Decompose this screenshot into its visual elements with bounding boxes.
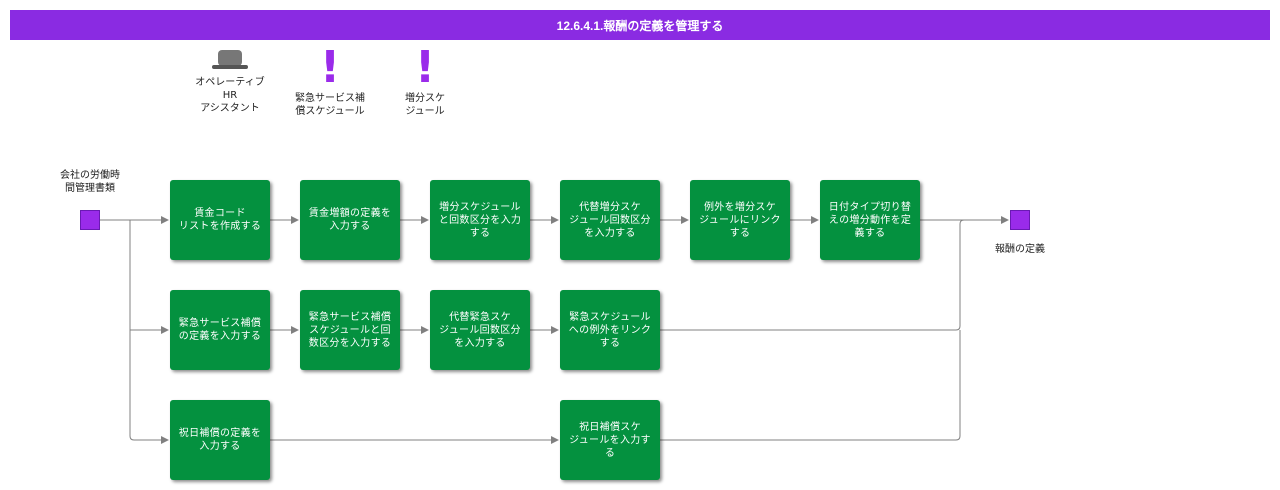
step-link-exception-emergency: 緊急スケジュール への例外をリンク する [560,290,660,370]
exclamation-icon: ! [414,42,436,93]
legend-label: 緊急サービス補 償スケジュール [295,93,365,117]
step-step-schedule-frequency: 増分スケジュール と回数区分を入力 する [430,180,530,260]
step-date-type-switch-behavior: 日付タイプ切り替 えの増分動作を定 義する [820,180,920,260]
step-alt-step-schedule-frequency: 代替増分スケ ジュール回数区分 を入力する [560,180,660,260]
legend-step-schedule: ! 増分スケ ジュール [390,42,460,118]
legend-operative-hr: オペレーティブ HR アシスタント [186,48,274,115]
legend-emergency-schedule: ! 緊急サービス補 償スケジュール [284,42,376,118]
step-link-exception-step-schedule: 例外を増分スケ ジュールにリンク する [690,180,790,260]
start-event [80,210,100,230]
step-emergency-comp-definition: 緊急サービス補償 の定義を入力する [170,290,270,370]
step-alt-emergency-frequency: 代替緊急スケ ジュール回数区分 を入力する [430,290,530,370]
exclamation-icon: ! [319,42,341,93]
step-wage-code-list: 賃金コード リストを作成する [170,180,270,260]
end-event [1010,210,1030,230]
step-emergency-schedule-frequency: 緊急サービス補償 スケジュールと回 数区分を入力する [300,290,400,370]
start-label: 会社の労働時 間管理書類 [60,170,120,194]
page-title: 12.6.4.1.報酬の定義を管理する [10,10,1270,40]
step-holiday-comp-schedule: 祝日補償スケ ジュールを入力す る [560,400,660,480]
step-wage-increase-definition: 賃金増額の定義を 入力する [300,180,400,260]
end-label: 報酬の定義 [995,244,1045,255]
step-holiday-comp-definition: 祝日補償の定義を 入力する [170,400,270,480]
legend-label: オペレーティブ HR アシスタント [195,77,265,114]
hr-hat-icon [212,50,248,69]
legend-label: 増分スケ ジュール [405,93,445,117]
